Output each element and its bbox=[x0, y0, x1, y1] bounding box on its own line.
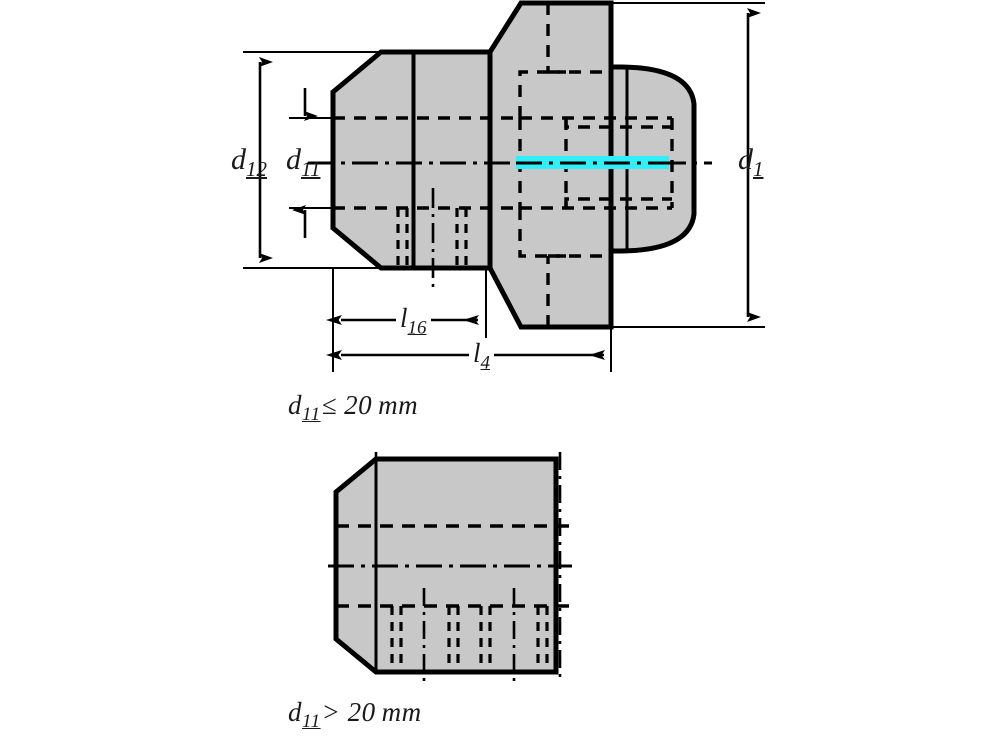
caption-lower-symbol: d bbox=[288, 697, 302, 727]
lower-view-group bbox=[328, 452, 572, 686]
label-l4-sub: 4 bbox=[480, 352, 491, 374]
label-d11: d11 bbox=[286, 143, 320, 182]
label-d1-base: d bbox=[738, 143, 753, 176]
caption-lower-unit: mm bbox=[381, 697, 422, 727]
label-l4-base: l bbox=[473, 338, 481, 368]
caption-lower-value: 20 bbox=[347, 697, 376, 727]
caption-lower-subscript: 11 bbox=[302, 711, 321, 733]
caption-upper-unit: mm bbox=[378, 390, 419, 420]
label-d12-base: d bbox=[231, 143, 246, 176]
label-d1-sub: 1 bbox=[753, 156, 764, 181]
left-chamfered-cylinder bbox=[330, 49, 417, 271]
label-l16-base: l bbox=[400, 303, 408, 333]
label-l4: l4 bbox=[469, 338, 495, 375]
thread-hidden-lines-lower bbox=[390, 606, 549, 672]
label-d1: d1 bbox=[738, 143, 764, 182]
label-d12-sub: 12 bbox=[246, 156, 267, 181]
caption-upper-symbol: d bbox=[288, 390, 302, 420]
upper-view-group bbox=[243, 0, 765, 372]
label-l16-sub: 16 bbox=[407, 317, 427, 339]
left-cylinder-edges bbox=[414, 49, 490, 271]
bore-highlight bbox=[516, 156, 669, 169]
label-d11-base: d bbox=[286, 143, 301, 176]
left-cylinder-fill bbox=[414, 52, 490, 268]
label-d11-sub: 11 bbox=[301, 156, 321, 181]
vertical-centerlines-lower bbox=[422, 588, 516, 686]
thread-hidden-lines-upper bbox=[396, 208, 468, 268]
label-d12: d12 bbox=[231, 143, 267, 182]
caption-upper-operator: ≤ bbox=[321, 390, 337, 420]
label-l16: l16 bbox=[396, 303, 431, 340]
caption-lower-operator: > bbox=[321, 697, 341, 727]
hidden-lines-lower bbox=[336, 524, 570, 608]
caption-upper-value: 20 bbox=[344, 390, 373, 420]
caption-upper-subscript: 11 bbox=[302, 404, 321, 426]
